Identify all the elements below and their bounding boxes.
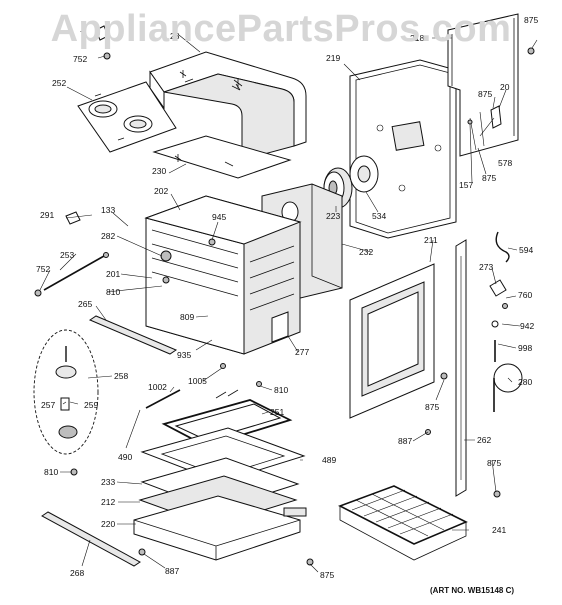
callout-220: 220 [101, 519, 115, 529]
callout-223: 223 [326, 211, 340, 221]
callout-201: 201 [106, 269, 120, 279]
top-cover-part [149, 51, 307, 161]
rear-panel-part [349, 59, 457, 239]
oven-rack-part [338, 485, 468, 561]
callout-241: 241 [492, 525, 506, 535]
callout-810b: 810 [274, 385, 288, 395]
oven-cavity-part [144, 195, 302, 355]
callout-211: 211 [424, 235, 438, 245]
callout-489: 489 [322, 455, 336, 465]
callout-262: 262 [477, 435, 491, 445]
vent-plate-part [77, 81, 177, 153]
small-clip-part [65, 211, 81, 225]
callout-277: 277 [295, 347, 309, 357]
callout-157: 157 [459, 180, 473, 190]
callout-945: 945 [212, 212, 226, 222]
callout-233: 233 [101, 477, 115, 487]
screw-810 [256, 381, 262, 387]
screw-875-door [440, 372, 448, 380]
callout-212: 212 [101, 497, 115, 507]
callout-887a: 887 [398, 436, 412, 446]
art-number: (ART NO. WB15148 C) [430, 586, 515, 595]
callout-887b: 887 [165, 566, 179, 576]
callout-594: 594 [519, 245, 533, 255]
callout-875b: 875 [478, 89, 492, 99]
callout-578: 578 [498, 158, 512, 168]
callout-218: 218 [410, 33, 424, 43]
front-trim-part [88, 315, 178, 355]
top-clip-part [95, 25, 111, 60]
bottom-pan-220 [133, 495, 307, 561]
callout-230: 230 [152, 166, 166, 176]
callout-291: 291 [40, 210, 54, 220]
callout-20: 20 [500, 82, 510, 92]
callout-490: 490 [118, 452, 132, 462]
callout-998: 998 [518, 343, 532, 353]
callout-253: 253 [60, 250, 74, 260]
screw-trim [493, 490, 501, 498]
callout-810c: 810 [44, 467, 58, 477]
callout-273: 273 [479, 262, 493, 272]
callout-280: 280 [518, 377, 532, 387]
callout-760: 760 [518, 290, 532, 300]
callout-268: 268 [70, 568, 84, 578]
callout-752a: 752 [73, 54, 87, 64]
leader-lines [39, 33, 538, 573]
callout-257: 257 [41, 400, 55, 410]
callout-219: 219 [326, 53, 340, 63]
callout-809: 809 [180, 312, 194, 322]
callout-265: 265 [78, 299, 92, 309]
callout-251: 251 [270, 407, 284, 417]
callout-752b: 752 [36, 264, 50, 274]
element-parts [489, 231, 523, 412]
side-trim-part [455, 239, 467, 497]
callout-875d: 875 [425, 402, 439, 412]
bracket-parts [467, 105, 502, 151]
callout-942: 942 [520, 321, 534, 331]
callout-875e: 875 [487, 458, 501, 468]
gasket-1002 [145, 389, 181, 409]
callout-252: 252 [52, 78, 66, 88]
callout-810a: 810 [106, 287, 120, 297]
callout-232: 232 [359, 247, 373, 257]
callout-875f: 875 [320, 570, 334, 580]
callout-133: 133 [101, 205, 115, 215]
callout-875a: 875 [524, 15, 538, 25]
screw-875-bottom [306, 558, 314, 566]
screw-top-right [527, 47, 535, 55]
callout-23: 23 [170, 31, 180, 41]
callout-7: 7 [80, 29, 85, 39]
callout-1002: 1002 [148, 382, 167, 392]
callout-1005: 1005 [188, 376, 207, 386]
lower-trim-part [41, 511, 141, 567]
callout-282: 282 [101, 231, 115, 241]
callout-875c: 875 [482, 173, 496, 183]
callout-258: 258 [114, 371, 128, 381]
callout-labels: 752 7 23 218 875 252 219 875 20 578 157 … [36, 15, 538, 580]
callout-259: 259 [84, 400, 98, 410]
detail-circle [33, 329, 99, 455]
screw-887 [138, 548, 146, 556]
screw-1005 [220, 363, 226, 369]
door-frame-part [349, 263, 435, 419]
bottom-shield-part [152, 135, 292, 179]
callout-202: 202 [154, 186, 168, 196]
callout-534: 534 [372, 211, 386, 221]
sensor-rod-part [34, 252, 109, 297]
callout-935: 935 [177, 350, 191, 360]
